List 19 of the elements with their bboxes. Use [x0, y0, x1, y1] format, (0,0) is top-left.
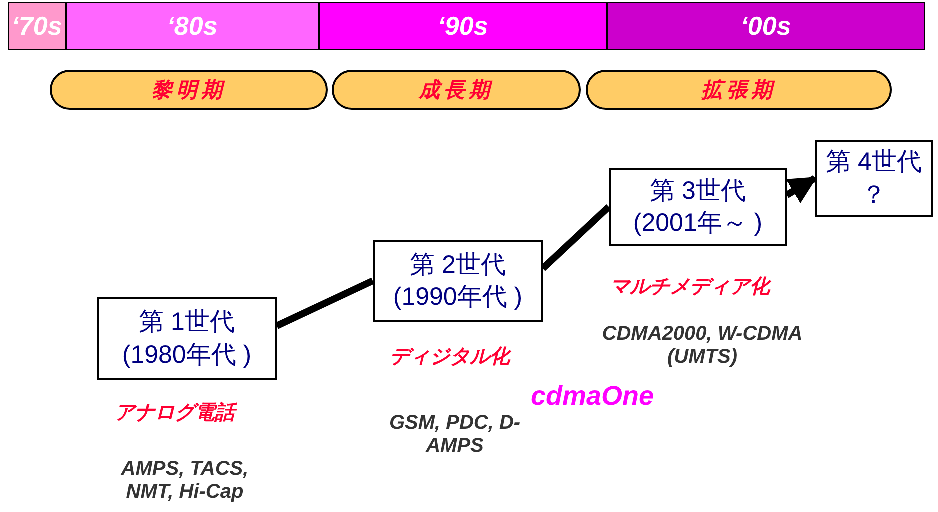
era-pill: 成長期: [332, 70, 581, 110]
decade-bar: ‘70s: [8, 2, 66, 50]
decade-bar: ‘00s: [607, 2, 925, 50]
era-pill: 黎明期: [50, 70, 328, 110]
decade-bar: ‘90s: [319, 2, 607, 50]
category-label: マルチメディア化: [609, 276, 772, 299]
arrow: [785, 176, 818, 204]
category-label: ディジタル化: [389, 346, 512, 369]
system-list: CDMA2000, W-CDMA (UMTS): [590, 323, 815, 369]
system-name: cdmaOne: [530, 381, 656, 412]
era-pill: 拡張期: [586, 70, 892, 110]
generation-box: 第 1世代 (1980年代 ): [97, 297, 277, 380]
system-list: GSM, PDC, D-AMPS: [385, 412, 525, 458]
generation-box: 第 4世代 ？: [815, 140, 933, 217]
generation-box: 第 3世代 (2001年～ ): [609, 168, 787, 246]
decade-bar: ‘80s: [66, 2, 319, 50]
system-list: AMPS, TACS, NMT, Hi-Cap: [105, 458, 265, 504]
generation-box: 第 2世代 (1990年代 ): [373, 240, 543, 322]
category-label: アナログ電話: [90, 402, 260, 425]
